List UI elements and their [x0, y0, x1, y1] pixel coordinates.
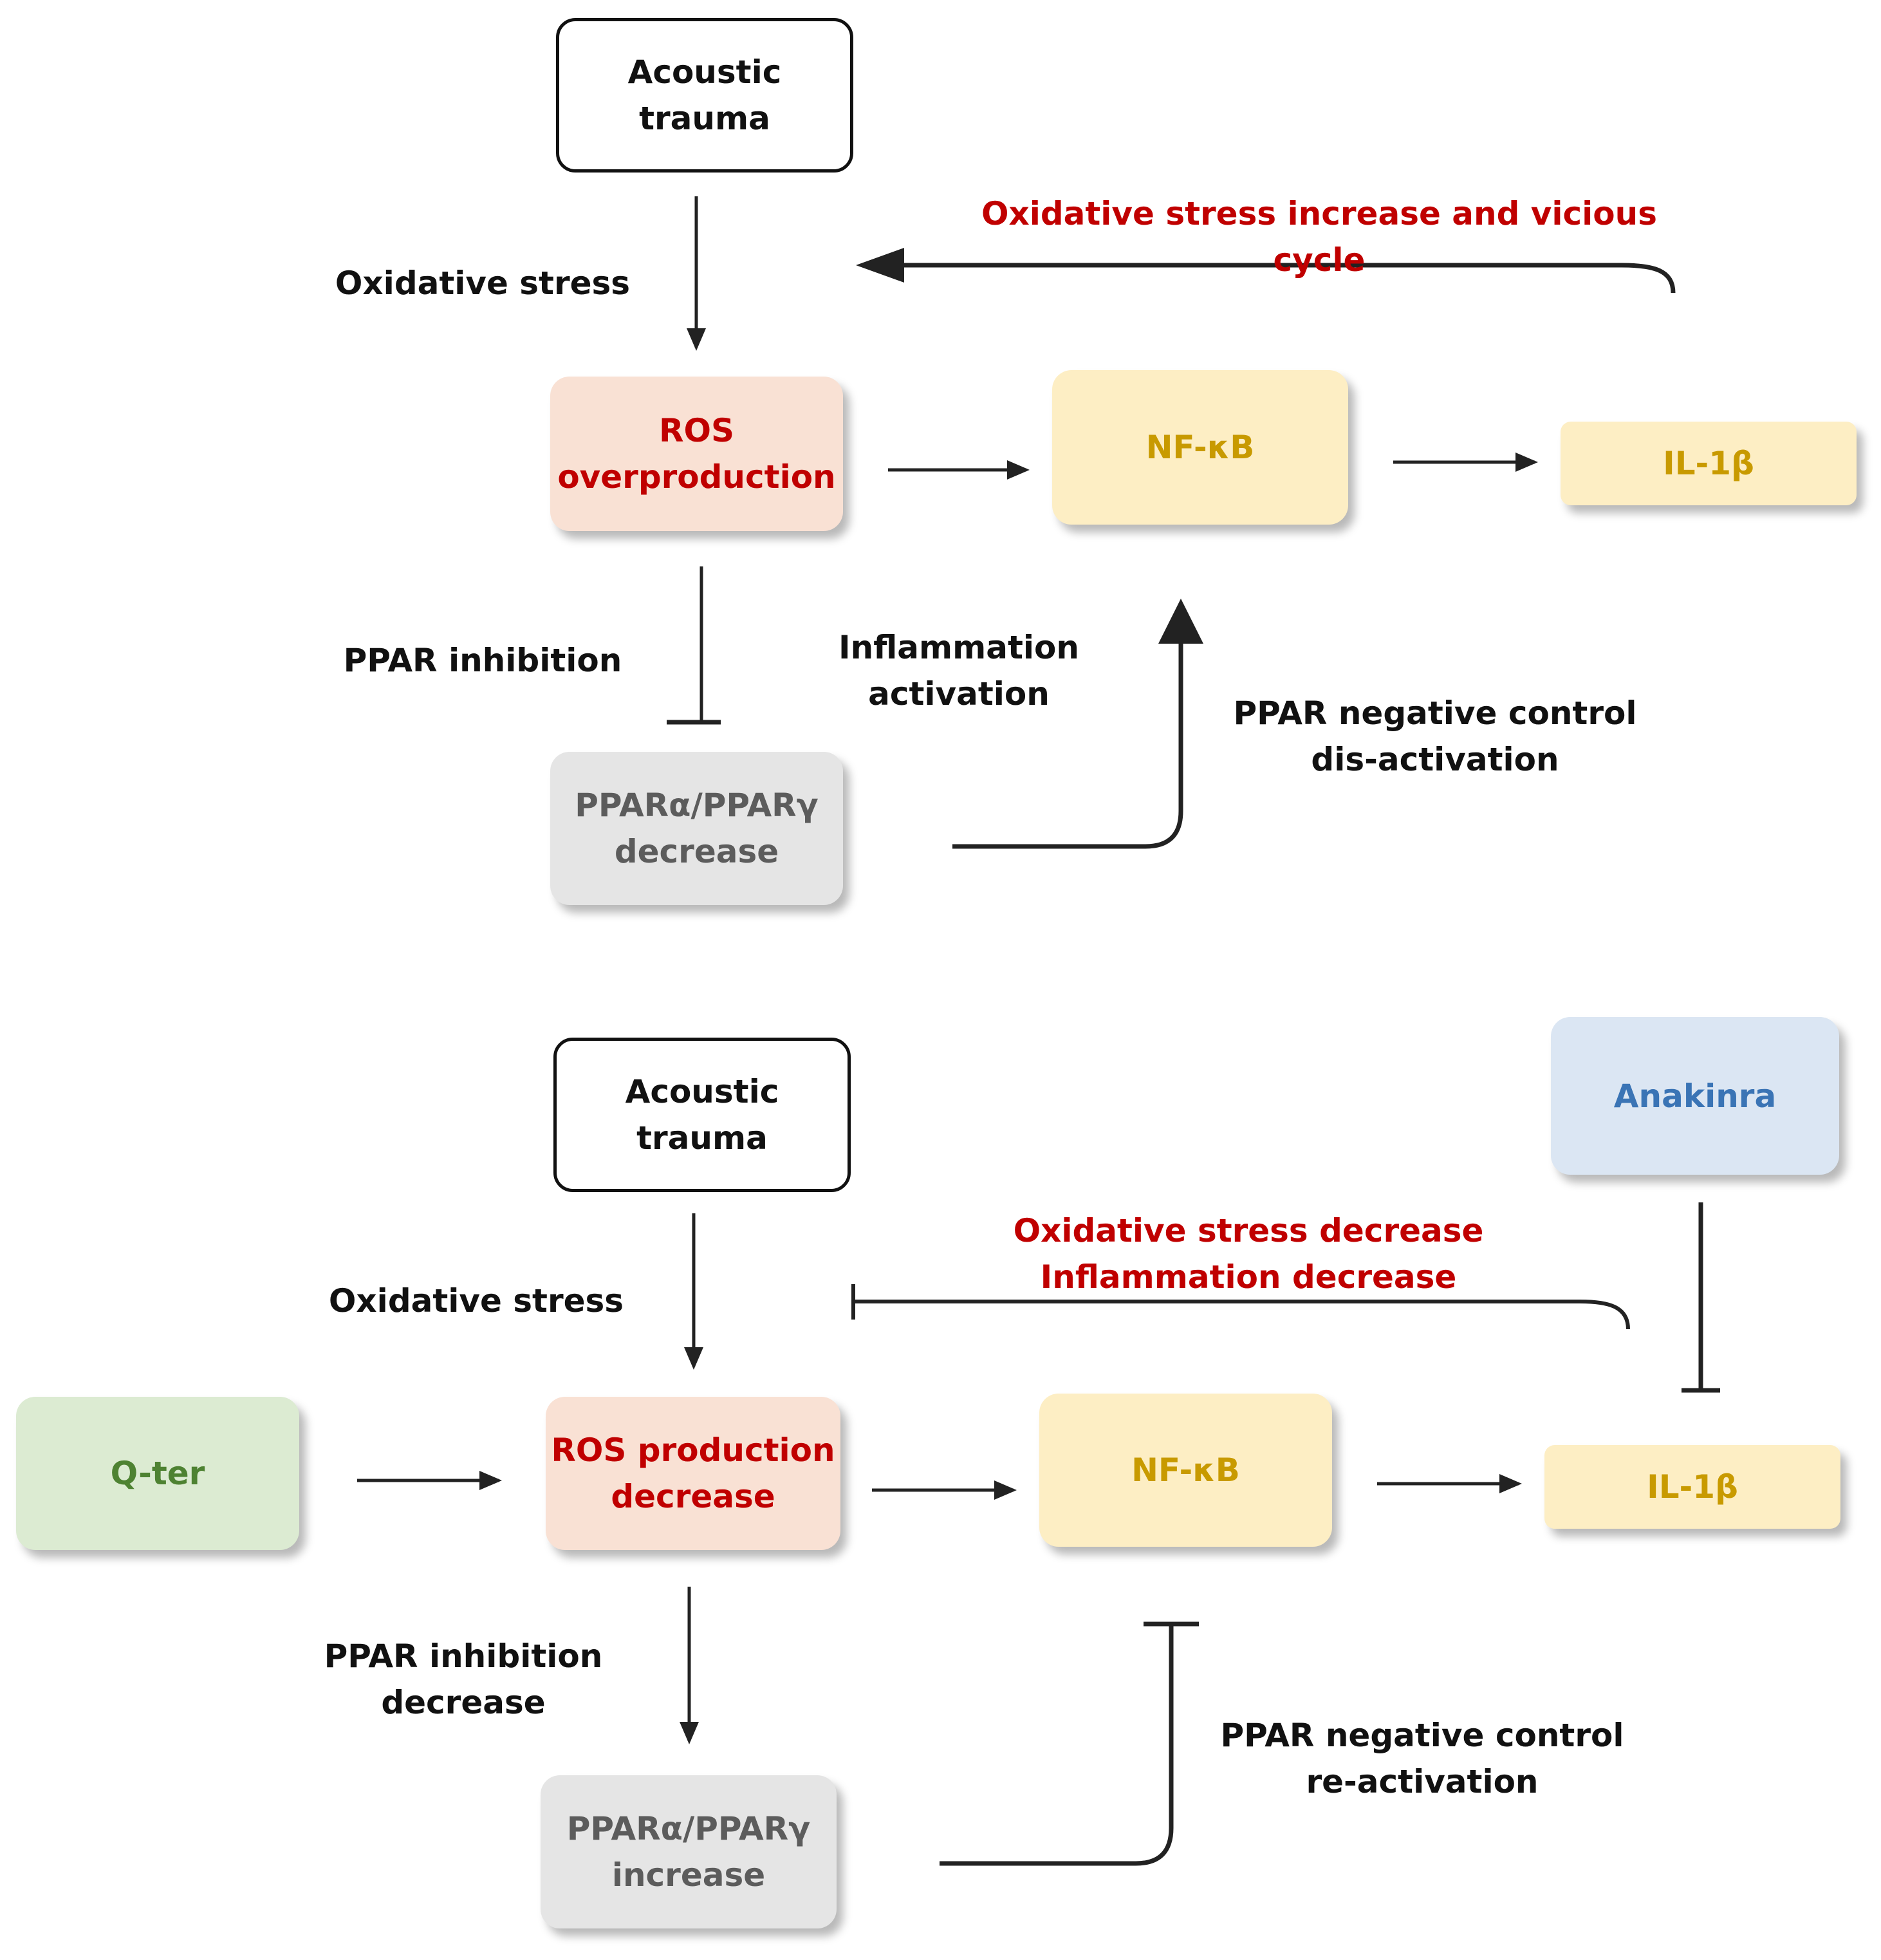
il1b-label-2: IL-1β — [1647, 1468, 1738, 1506]
qter-box: Q-ter — [16, 1397, 299, 1550]
oxidative-stress-label: Oxidative stress — [335, 265, 631, 302]
ros-label-2: ROS production decrease — [551, 1432, 835, 1515]
oxidative-inflammation-decrease-label: Oxidative stress decrease Inflammation d… — [1013, 1212, 1484, 1296]
il1b-label: IL-1β — [1663, 445, 1754, 482]
oxidative-stress-label-2: Oxidative stress — [328, 1282, 624, 1320]
ros-box-2: ROS production decrease — [546, 1397, 840, 1550]
acoustic-trauma-box-2: Acoustic trauma — [553, 1038, 851, 1192]
nfkb-label-2: NF-κB — [1131, 1451, 1240, 1489]
anakinra-label: Anakinra — [1613, 1077, 1777, 1115]
inhibit-feedback — [853, 1300, 1630, 1330]
ros-box: ROS overproduction — [550, 377, 843, 531]
vicious-cycle-label: Oxidative stress increase and vicious cy… — [981, 195, 1658, 279]
nfkb-box-2: NF-κB — [1039, 1394, 1332, 1547]
ppar-label: PPARα/PPARγ decrease — [575, 787, 819, 870]
ros-label: ROS overproduction — [557, 412, 836, 496]
il1b-box: IL-1β — [1561, 422, 1857, 505]
ppar-negative-control-label: PPAR negative control dis-activation — [1233, 695, 1637, 778]
anakinra-box: Anakinra — [1551, 1017, 1839, 1175]
arrow-ppar-to-nfkb — [952, 644, 1183, 849]
arrow-vicious-cycle-head — [856, 248, 904, 283]
ppar-box: PPARα/PPARγ decrease — [550, 752, 843, 905]
acoustic-trauma-label: Acoustic trauma — [627, 53, 782, 137]
arrow-vicious-cycle — [901, 263, 1676, 294]
ppar-negative-control-label-2: PPAR negative control re-activation — [1220, 1717, 1624, 1800]
nfkb-box: NF-κB — [1052, 370, 1348, 525]
ppar-inhibition-decrease-label: PPAR inhibition decrease — [324, 1638, 603, 1721]
arrow-ppar-to-nfkb-head — [1158, 599, 1203, 644]
il1b-box-2: IL-1β — [1544, 1445, 1840, 1529]
qter-label: Q-ter — [110, 1455, 205, 1492]
acoustic-trauma-label-2: Acoustic trauma — [625, 1073, 779, 1157]
ppar-inhibition-label: PPAR inhibition — [343, 642, 622, 679]
acoustic-trauma-box: Acoustic trauma — [556, 18, 853, 173]
ppar-label-2: PPARα/PPARγ increase — [566, 1810, 811, 1894]
inhibit-ppar-to-nfkb — [940, 1624, 1174, 1866]
nfkb-label: NF-κB — [1145, 429, 1255, 466]
ppar-box-2: PPARα/PPARγ increase — [541, 1775, 837, 1928]
inflammation-activation-label: Inflammation activation — [839, 629, 1079, 713]
